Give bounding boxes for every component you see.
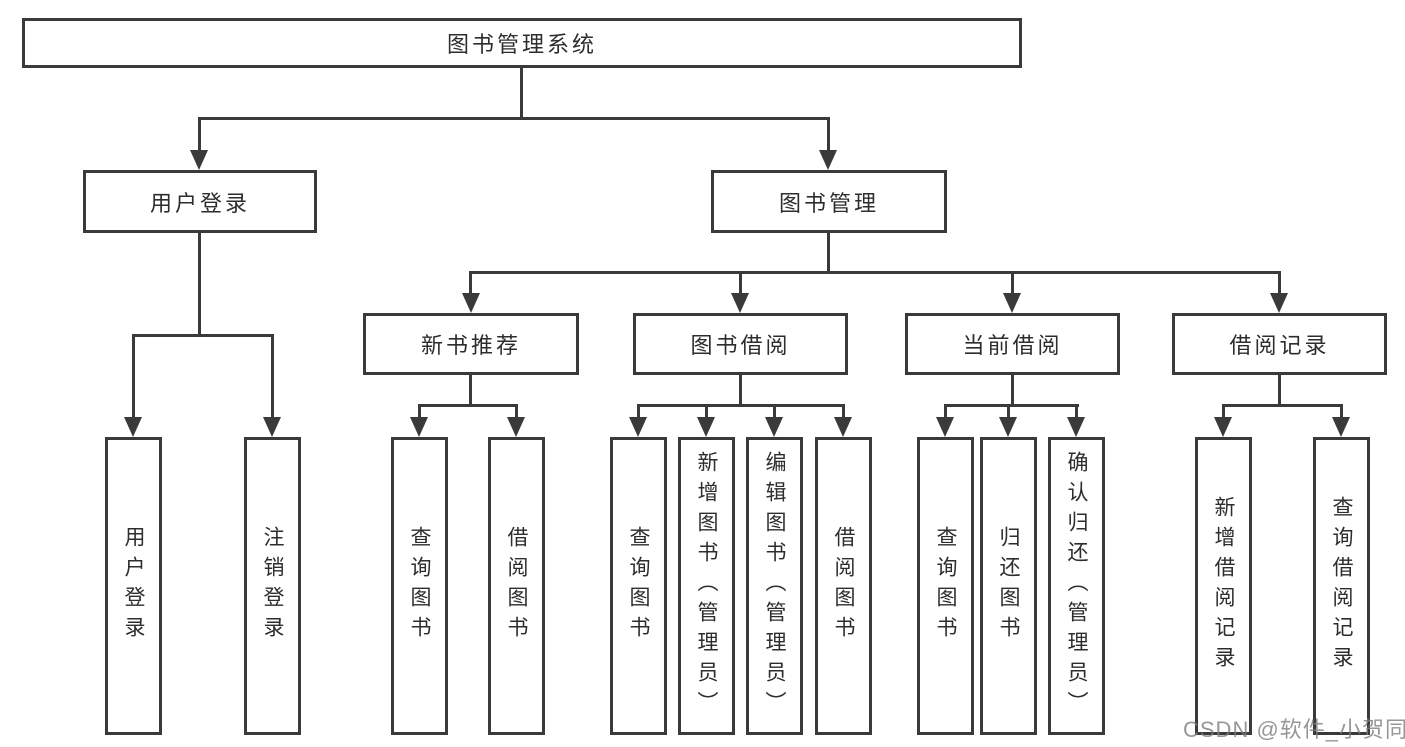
- arrow-down-icon: [263, 417, 281, 437]
- arrow-down-icon: [124, 417, 142, 437]
- arrow-down-icon: [936, 417, 954, 437]
- connector-line: [132, 334, 135, 419]
- connector-line: [418, 404, 421, 419]
- connector-line: [132, 334, 274, 337]
- arrow-down-icon: [507, 417, 525, 437]
- arrow-down-icon: [697, 417, 715, 437]
- arrow-down-icon: [1003, 293, 1021, 313]
- leaf-query-borrow-record: 查询借阅记录: [1313, 437, 1370, 735]
- connector-line: [418, 404, 518, 407]
- connector-line: [469, 271, 472, 295]
- leaf-label: 确认归还（管理员）: [1065, 451, 1088, 721]
- node-user-login: 用户登录: [83, 170, 317, 233]
- leaf-label: 查询图书: [408, 526, 431, 646]
- node-label: 图书管理系统: [446, 32, 597, 57]
- leaf-label: 借阅图书: [505, 526, 528, 646]
- arrow-down-icon: [765, 417, 783, 437]
- leaf-label: 新增图书（管理员）: [695, 451, 718, 721]
- leaf-label: 归还图书: [997, 526, 1020, 646]
- connector-line: [1007, 404, 1010, 419]
- node-label: 当前借阅: [962, 333, 1063, 358]
- node-label: 新书推荐: [420, 333, 521, 358]
- leaf-borrow-books-recommend: 借阅图书: [488, 437, 545, 735]
- connector-line: [773, 404, 776, 419]
- connector-line: [739, 375, 742, 407]
- arrow-down-icon: [629, 417, 647, 437]
- leaf-borrow-books: 借阅图书: [815, 437, 872, 735]
- node-library-system: 图书管理系统: [22, 18, 1022, 68]
- leaf-label: 查询借阅记录: [1330, 496, 1353, 676]
- leaf-logout: 注销登录: [244, 437, 301, 735]
- node-label: 借阅记录: [1229, 333, 1330, 358]
- leaf-query-books-current: 查询图书: [917, 437, 974, 735]
- connector-line: [739, 271, 742, 295]
- arrow-down-icon: [999, 417, 1017, 437]
- leaf-edit-book-admin: 编辑图书（管理员）: [746, 437, 803, 735]
- leaf-confirm-return-admin: 确认归还（管理员）: [1048, 437, 1105, 735]
- connector-line: [944, 404, 1079, 407]
- leaf-query-books-borrow: 查询图书: [610, 437, 667, 735]
- arrow-down-icon: [1332, 417, 1350, 437]
- connector-line: [198, 117, 201, 152]
- connector-line: [469, 375, 472, 407]
- arrow-down-icon: [1270, 293, 1288, 313]
- arrow-down-icon: [731, 293, 749, 313]
- node-current-borrow: 当前借阅: [905, 313, 1120, 375]
- connector-line: [1278, 271, 1281, 295]
- node-borrow-records: 借阅记录: [1172, 313, 1387, 375]
- connector-line: [271, 334, 274, 419]
- leaf-return-book: 归还图书: [980, 437, 1037, 735]
- connector-line: [1340, 404, 1343, 419]
- leaf-label: 查询图书: [627, 526, 650, 646]
- arrow-down-icon: [190, 150, 208, 170]
- arrow-down-icon: [462, 293, 480, 313]
- connector-line: [1011, 271, 1014, 295]
- leaf-label: 借阅图书: [832, 526, 855, 646]
- leaf-query-books-recommend: 查询图书: [391, 437, 448, 735]
- arrow-down-icon: [410, 417, 428, 437]
- leaf-user-login: 用户登录: [105, 437, 162, 735]
- connector-line: [637, 404, 640, 419]
- leaf-label: 新增借阅记录: [1212, 496, 1235, 676]
- leaf-add-book-admin: 新增图书（管理员）: [678, 437, 735, 735]
- connector-line: [827, 233, 830, 274]
- connector-line: [705, 404, 708, 419]
- connector-line: [827, 117, 830, 152]
- connector-line: [1075, 404, 1078, 419]
- connector-line: [1222, 404, 1225, 419]
- node-label: 用户登录: [149, 190, 250, 216]
- connector-line: [1278, 375, 1281, 407]
- arrow-down-icon: [834, 417, 852, 437]
- leaf-label: 注销登录: [261, 526, 284, 646]
- connector-line: [944, 404, 947, 419]
- node-label: 图书管理: [778, 190, 879, 216]
- connector-line: [1222, 404, 1343, 407]
- node-label: 图书借阅: [690, 333, 791, 358]
- arrow-down-icon: [1214, 417, 1232, 437]
- node-book-borrow: 图书借阅: [633, 313, 848, 375]
- connector-line: [842, 404, 845, 419]
- connector-line: [1011, 375, 1014, 407]
- connector-line: [198, 233, 201, 337]
- leaf-add-borrow-record: 新增借阅记录: [1195, 437, 1252, 735]
- leaf-label: 编辑图书（管理员）: [763, 451, 786, 721]
- connector-line: [198, 117, 830, 120]
- node-book-management: 图书管理: [711, 170, 947, 233]
- csdn-watermark: CSDN @软件_小贺同学: [1183, 717, 1405, 742]
- node-new-book-recommend: 新书推荐: [363, 313, 579, 375]
- connector-line: [520, 68, 523, 120]
- connector-line: [515, 404, 518, 419]
- arrow-down-icon: [1067, 417, 1085, 437]
- leaf-label: 查询图书: [934, 526, 957, 646]
- leaf-label: 用户登录: [122, 526, 145, 646]
- arrow-down-icon: [819, 150, 837, 170]
- connector-line: [470, 271, 1281, 274]
- connector-line: [637, 404, 845, 407]
